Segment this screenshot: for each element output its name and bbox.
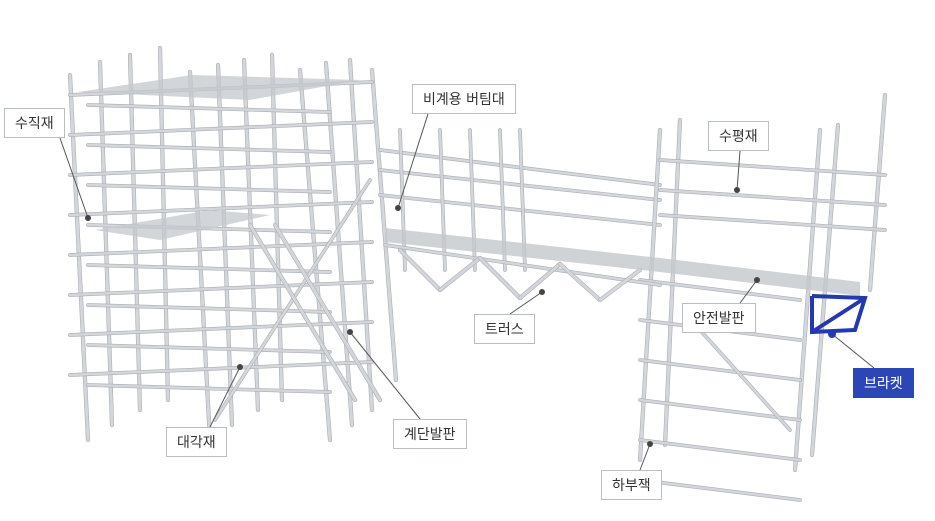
label-safety-plank: 안전발판 — [682, 303, 756, 333]
pipe — [68, 360, 374, 377]
pipe — [383, 243, 662, 287]
bracket-part — [810, 294, 868, 335]
pipe — [86, 143, 332, 154]
pipe — [518, 262, 562, 300]
label-scaffold-brace: 비계용 버팀대 — [412, 84, 516, 114]
bracket-frame — [810, 294, 868, 335]
leader-dot — [85, 215, 91, 221]
label-truss: 트러스 — [474, 314, 535, 344]
leader-line — [509, 291, 543, 315]
pipe — [638, 398, 802, 422]
leader-line — [349, 331, 421, 420]
label-diagonal: 대각재 — [166, 427, 227, 457]
pipe — [86, 303, 332, 314]
bracket-leader-dot — [828, 330, 836, 338]
pipe — [638, 128, 662, 462]
callout-leaders — [59, 113, 875, 471]
leader-dot — [734, 187, 740, 193]
pipe — [638, 278, 802, 302]
scaffold-frame — [67, 45, 888, 502]
pipe — [658, 158, 887, 177]
leader-line — [739, 279, 758, 304]
pipe — [98, 60, 114, 427]
plank-decks — [78, 75, 860, 296]
label-bracket: 브라켓 — [853, 368, 914, 398]
pipe — [216, 63, 234, 427]
label-base-jack: 하부잭 — [601, 470, 662, 500]
leader-line — [736, 150, 741, 191]
pipe — [188, 70, 212, 442]
leader-dot — [237, 364, 243, 370]
pipe — [558, 262, 602, 302]
leader-line — [209, 366, 241, 428]
pipe — [68, 200, 374, 217]
pipe — [638, 438, 802, 462]
leader-dot — [754, 277, 760, 283]
pipe — [658, 188, 887, 207]
pipe — [86, 183, 332, 194]
pipe — [273, 223, 382, 402]
safety-plank-deck — [660, 258, 860, 296]
leader-line — [397, 113, 429, 209]
leader-dot — [395, 205, 401, 211]
pipe — [793, 128, 822, 472]
pipe — [68, 280, 374, 297]
pipe — [86, 263, 332, 274]
pipe — [478, 256, 522, 300]
pipe — [248, 223, 357, 402]
pipe — [298, 68, 332, 442]
pipe — [378, 168, 662, 202]
mid-deck-plank — [95, 210, 270, 240]
pipe — [638, 358, 802, 382]
pipe — [398, 248, 442, 292]
pipe — [68, 120, 374, 137]
pipe — [378, 193, 662, 227]
pipe — [213, 178, 372, 422]
leader-dot — [347, 329, 353, 335]
pipe — [658, 213, 887, 232]
pipe — [638, 478, 802, 502]
pipe — [598, 268, 642, 302]
pipe — [698, 328, 792, 432]
top-deck-plank — [78, 75, 360, 100]
pipe — [68, 320, 374, 337]
leader-dot — [647, 441, 653, 447]
pipe — [438, 256, 482, 292]
leader-line — [639, 443, 651, 471]
leader-line — [831, 333, 875, 369]
label-horizontal: 수평재 — [708, 121, 769, 151]
label-stair: 계단발판 — [393, 419, 467, 449]
pipe — [68, 73, 90, 442]
leader-line — [59, 137, 89, 219]
leader-dot — [539, 289, 545, 295]
pipe — [86, 343, 332, 354]
walkway-plank — [385, 228, 660, 272]
label-vertical: 수직재 — [4, 108, 65, 138]
bracket-diagonal — [810, 296, 867, 334]
pipe — [68, 240, 374, 257]
pipe — [868, 93, 887, 292]
pipe — [348, 58, 374, 412]
pipe — [68, 160, 374, 177]
pipe — [86, 383, 332, 394]
pipe — [370, 68, 398, 382]
pipe — [86, 103, 332, 114]
